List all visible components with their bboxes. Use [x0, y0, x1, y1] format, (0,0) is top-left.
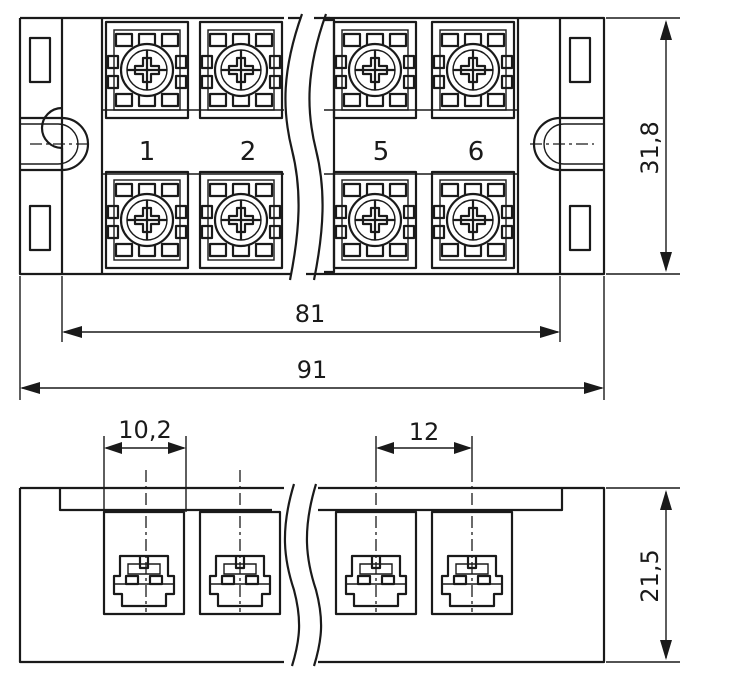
dim-label-total-width: 91 — [297, 356, 328, 384]
terminal-label-2: 2 — [240, 137, 257, 167]
dimension-height-top: 31,8 — [606, 17, 680, 275]
side-view — [18, 470, 606, 667]
dim-label-pitch: 12 — [409, 418, 440, 446]
terminal-1-bottom — [104, 170, 190, 270]
terminal-label-6: 6 — [468, 137, 485, 167]
dimension-height-side: 21,5 — [606, 487, 680, 663]
dimension-inner-width: 81 — [61, 276, 561, 342]
dimension-terminal-width: 10,2 — [103, 416, 187, 512]
dimension-total-width: 91 — [19, 276, 605, 400]
terminal-1-top — [104, 20, 190, 120]
terminal-6-top — [430, 20, 516, 120]
dim-label-height-top: 31,8 — [636, 121, 664, 174]
terminal-label-1: 1 — [139, 137, 156, 167]
dimension-pitch: 12 — [375, 418, 473, 470]
terminal-2-bottom — [198, 170, 284, 270]
dim-label-inner-width: 81 — [295, 300, 326, 328]
terminal-6-bottom — [430, 170, 516, 270]
top-view: 1 2 5 6 — [18, 13, 606, 281]
terminal-1-side — [102, 510, 186, 616]
terminal-5-bottom — [332, 170, 418, 270]
terminal-2-top — [198, 20, 284, 120]
terminal-5-top — [332, 20, 418, 120]
dim-label-height-side: 21,5 — [636, 549, 664, 602]
dim-label-terminal-width: 10,2 — [118, 416, 171, 444]
terminal-label-5: 5 — [373, 137, 390, 167]
